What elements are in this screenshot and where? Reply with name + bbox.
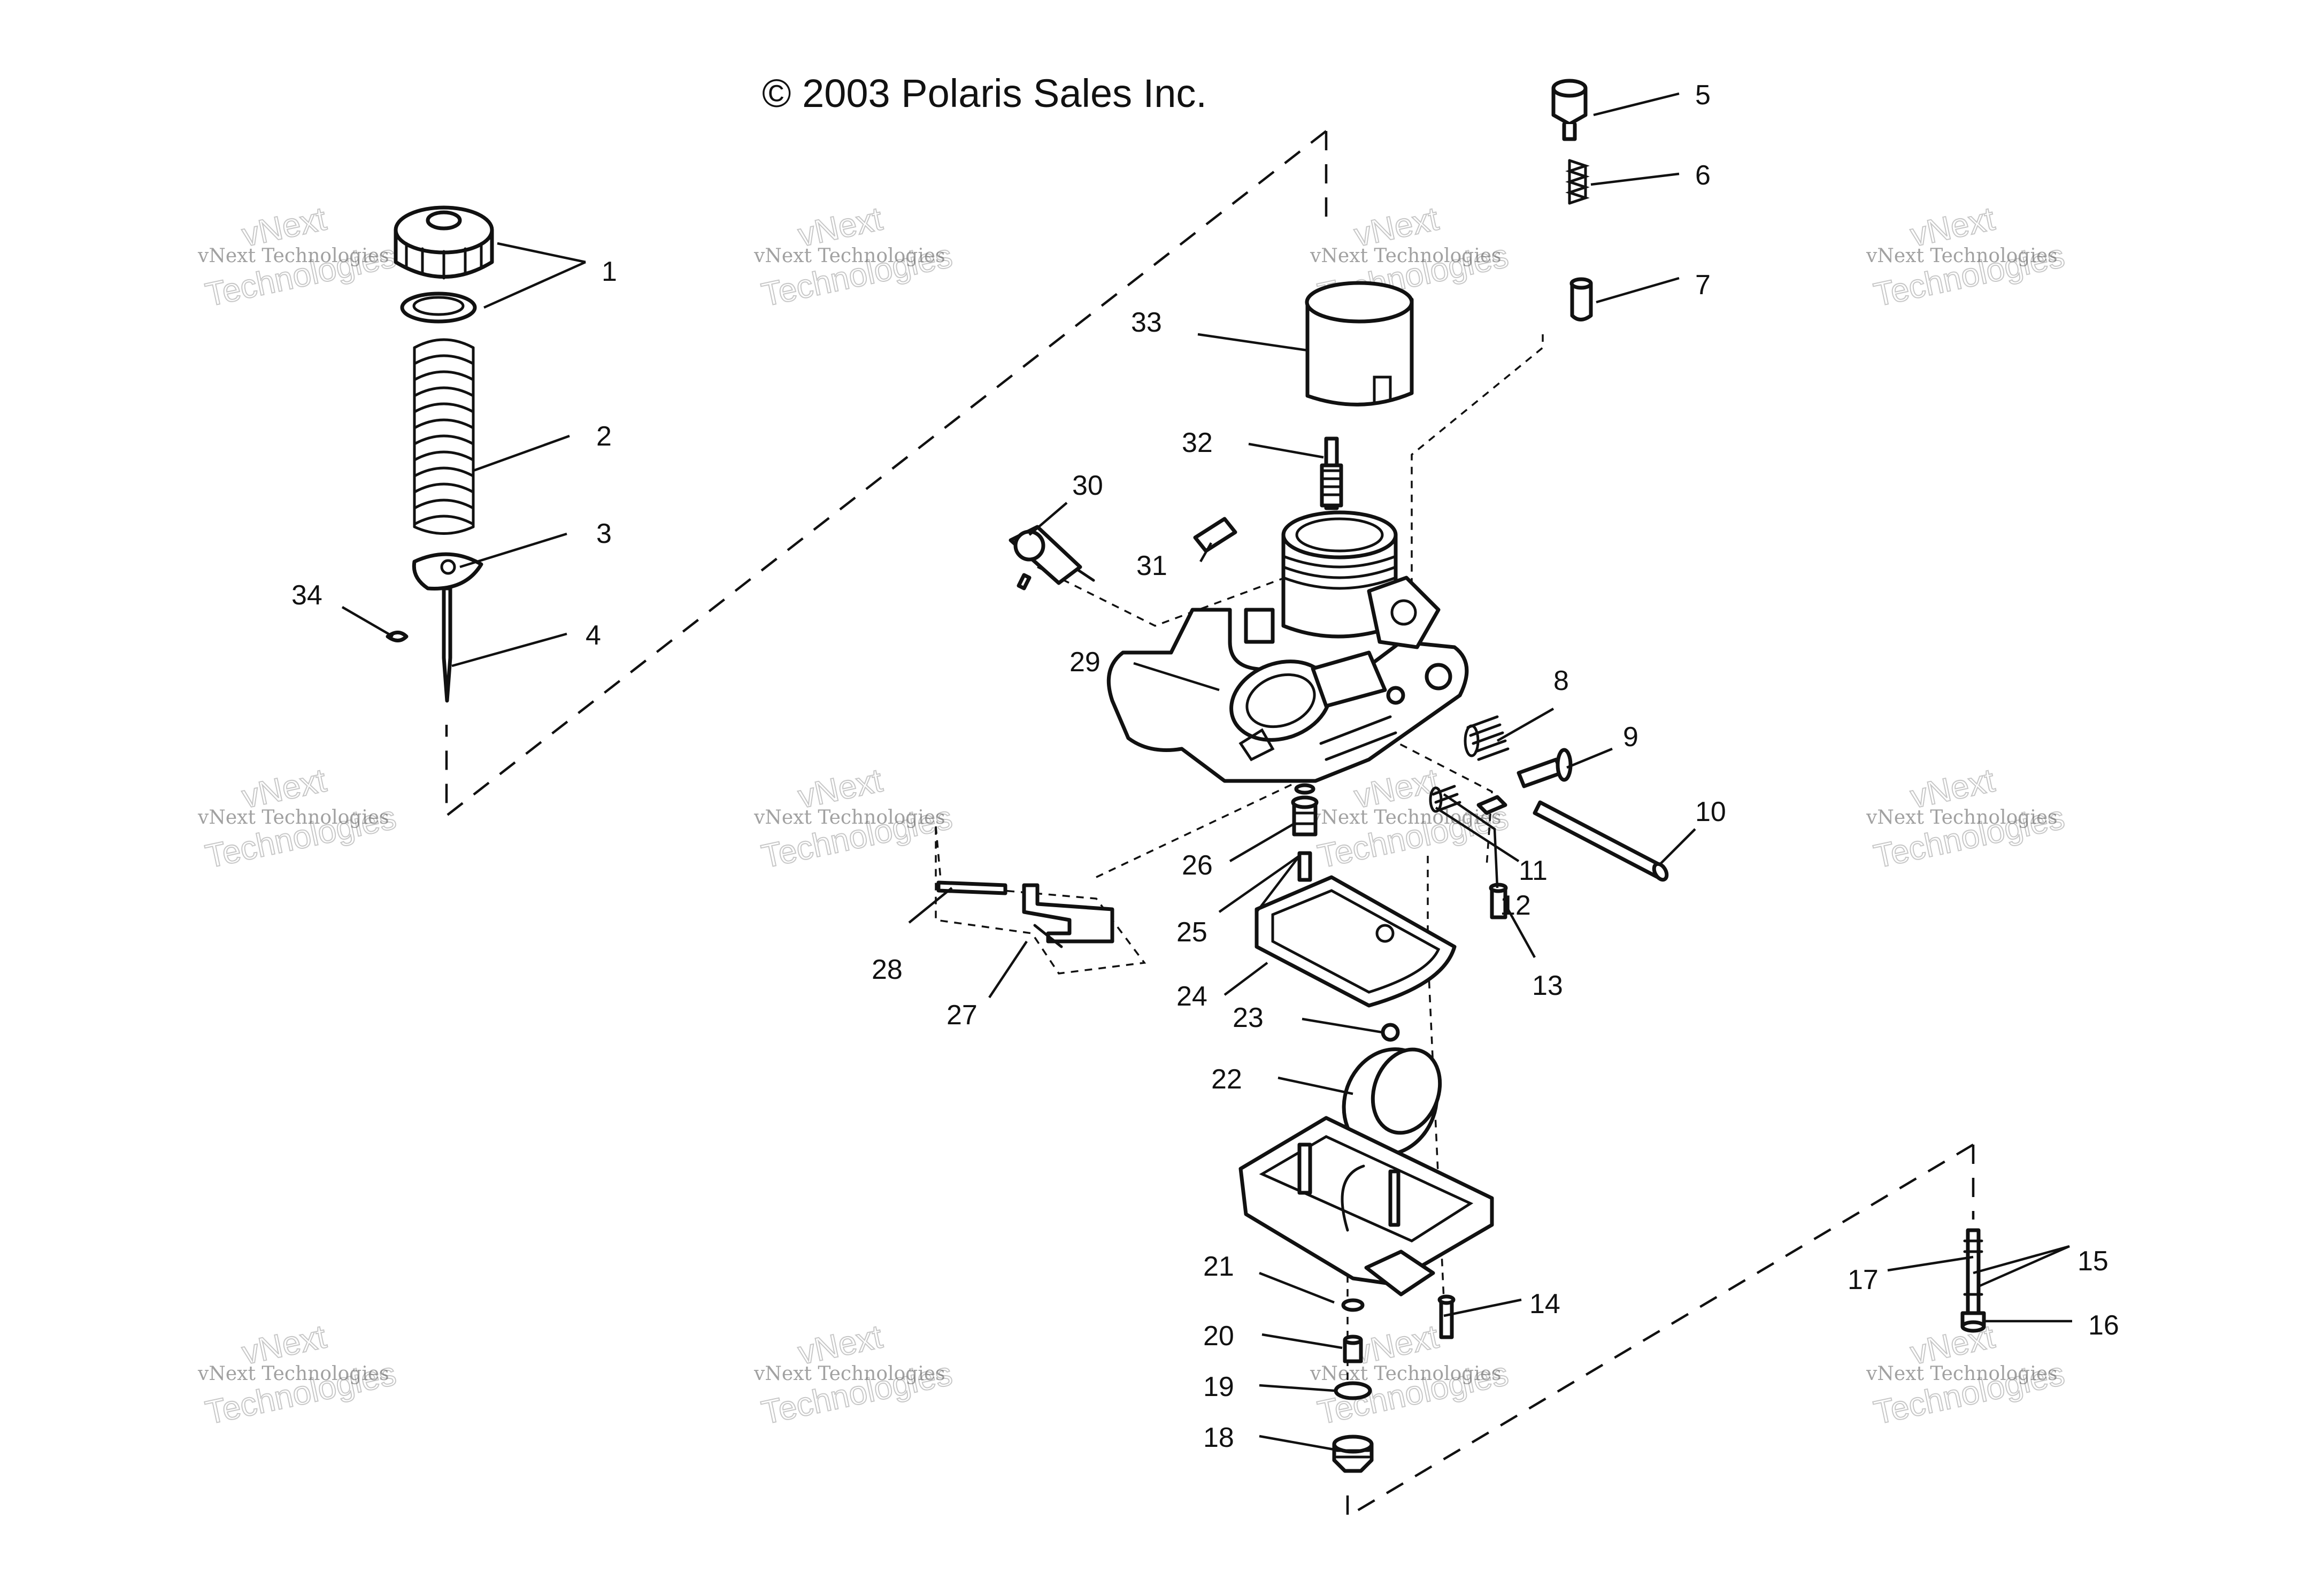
part-29-carburetor-body — [1106, 510, 1469, 783]
callout-18: 18 — [1203, 1422, 1234, 1453]
svg-text:vNext Technologies: vNext Technologies — [1310, 807, 1502, 829]
callout-19: 19 — [1203, 1371, 1234, 1402]
callout-3: 3 — [596, 518, 612, 549]
callout-20: 20 — [1203, 1321, 1234, 1352]
part-26-jet — [1291, 795, 1319, 837]
svg-text:vNext Technologies: vNext Technologies — [1866, 1363, 2058, 1385]
callout-27: 27 — [946, 1000, 978, 1031]
callout-17: 17 — [1848, 1264, 1879, 1295]
part-8-spring — [1464, 715, 1510, 761]
callout-23: 23 — [1233, 1002, 1264, 1033]
callout-33: 33 — [1131, 307, 1162, 338]
float-bowl — [1238, 1116, 1494, 1297]
part-6-spring — [1565, 159, 1590, 205]
part-10-shaft — [1533, 800, 1669, 882]
watermark: Technologies vNext vNext Technologies — [1866, 762, 2068, 876]
part-5-screw — [1551, 79, 1588, 141]
watermark: Technologies vNext vNext Technologies — [197, 1318, 400, 1432]
svg-text:vNext Technologies: vNext Technologies — [1310, 1363, 1502, 1385]
part-13-screw — [1489, 883, 1508, 919]
part-30-fitting — [1009, 525, 1095, 591]
callout-26: 26 — [1182, 850, 1213, 881]
part-1-cap — [394, 205, 494, 324]
callout-31: 31 — [1136, 550, 1167, 581]
callout-24: 24 — [1176, 981, 1207, 1012]
part-9-screw — [1517, 748, 1573, 788]
part-16-cap — [1960, 1311, 1986, 1333]
part-25-jet — [1294, 783, 1315, 882]
callout-30: 30 — [1072, 470, 1103, 501]
svg-text:vNext Technologies: vNext Technologies — [197, 807, 389, 829]
svg-text:vNext Technologies: vNext Technologies — [1866, 807, 2058, 829]
callout-6: 6 — [1695, 160, 1711, 191]
callout-11: 11 — [1519, 855, 1548, 886]
part-4-needle — [442, 586, 452, 703]
part-32-needle-jet — [1320, 436, 1343, 510]
callout-16: 16 — [2088, 1310, 2119, 1341]
watermarks: Technologies vNext vNext Technologies Te… — [197, 200, 2068, 1432]
part-22-float — [1342, 1047, 1442, 1156]
callout-25: 25 — [1176, 917, 1207, 948]
watermark: Technologies vNext vNext Technologies — [753, 1318, 956, 1432]
part-18-drain-plug — [1332, 1435, 1374, 1473]
callout-10: 10 — [1695, 796, 1726, 827]
part-31-pin — [1193, 517, 1237, 553]
callout-5: 5 — [1695, 80, 1711, 111]
watermark: Technologies vNext vNext Technologies — [753, 200, 956, 315]
assembly-dashed-lines — [445, 130, 1975, 1519]
part-14-screw — [1437, 1294, 1456, 1339]
part-28-pin — [936, 880, 1007, 895]
svg-text:vNext Technologies: vNext Technologies — [753, 245, 945, 267]
watermark: Technologies vNext vNext Technologies — [753, 762, 956, 876]
callout-4: 4 — [586, 620, 601, 651]
watermark: Technologies vNext vNext Technologies — [1866, 200, 2068, 315]
callout-2: 2 — [596, 421, 612, 452]
part-33-slide — [1305, 281, 1414, 407]
part-19-gasket — [1334, 1381, 1372, 1400]
svg-text:vNext Technologies: vNext Technologies — [1310, 245, 1502, 267]
part-24-gasket — [1255, 875, 1457, 1008]
svg-text:vNext Technologies: vNext Technologies — [197, 1363, 389, 1385]
svg-text:vNext Technologies: vNext Technologies — [1866, 245, 2058, 267]
callout-22: 22 — [1211, 1064, 1242, 1095]
callout-21: 21 — [1203, 1251, 1234, 1282]
part-27-float-arm — [1022, 883, 1114, 948]
part-7-tip — [1569, 277, 1593, 321]
part-23-valve — [1381, 1023, 1400, 1042]
callout-32: 32 — [1182, 427, 1213, 458]
watermark: Technologies vNext vNext Technologies — [197, 200, 400, 315]
part-20-plug — [1343, 1335, 1363, 1363]
callout-29: 29 — [1069, 647, 1101, 678]
svg-text:vNext Technologies: vNext Technologies — [197, 245, 389, 267]
callout-13: 13 — [1532, 970, 1563, 1001]
callout-34: 34 — [291, 580, 322, 611]
watermark: Technologies vNext vNext Technologies — [197, 762, 400, 876]
watermark: Technologies vNext vNext Technologies — [1310, 1318, 1512, 1432]
callout-9: 9 — [1623, 722, 1638, 753]
callout-1: 1 — [602, 256, 617, 287]
callout-8: 8 — [1553, 665, 1569, 696]
callout-15: 15 — [2077, 1246, 2108, 1277]
leader-lines — [341, 92, 2072, 1451]
callout-12: 12 — [1500, 890, 1531, 921]
part-34-clip — [386, 631, 409, 642]
callout-labels: 1 2 3 4 5 6 7 8 9 10 11 12 13 14 15 16 1… — [291, 80, 2119, 1453]
svg-text:vNext Technologies: vNext Technologies — [753, 807, 945, 829]
part-3-plate — [412, 552, 483, 591]
callout-7: 7 — [1695, 270, 1711, 301]
callout-14: 14 — [1529, 1289, 1560, 1320]
part-2-spring — [413, 338, 475, 535]
part-11-spring — [1429, 785, 1507, 815]
watermark: Technologies vNext vNext Technologies — [1866, 1318, 2068, 1432]
part-21-washer — [1341, 1298, 1365, 1312]
callout-28: 28 — [872, 954, 903, 985]
svg-text:vNext Technologies: vNext Technologies — [753, 1363, 945, 1385]
copyright-notice: © 2003 Polaris Sales Inc. — [762, 71, 1207, 116]
